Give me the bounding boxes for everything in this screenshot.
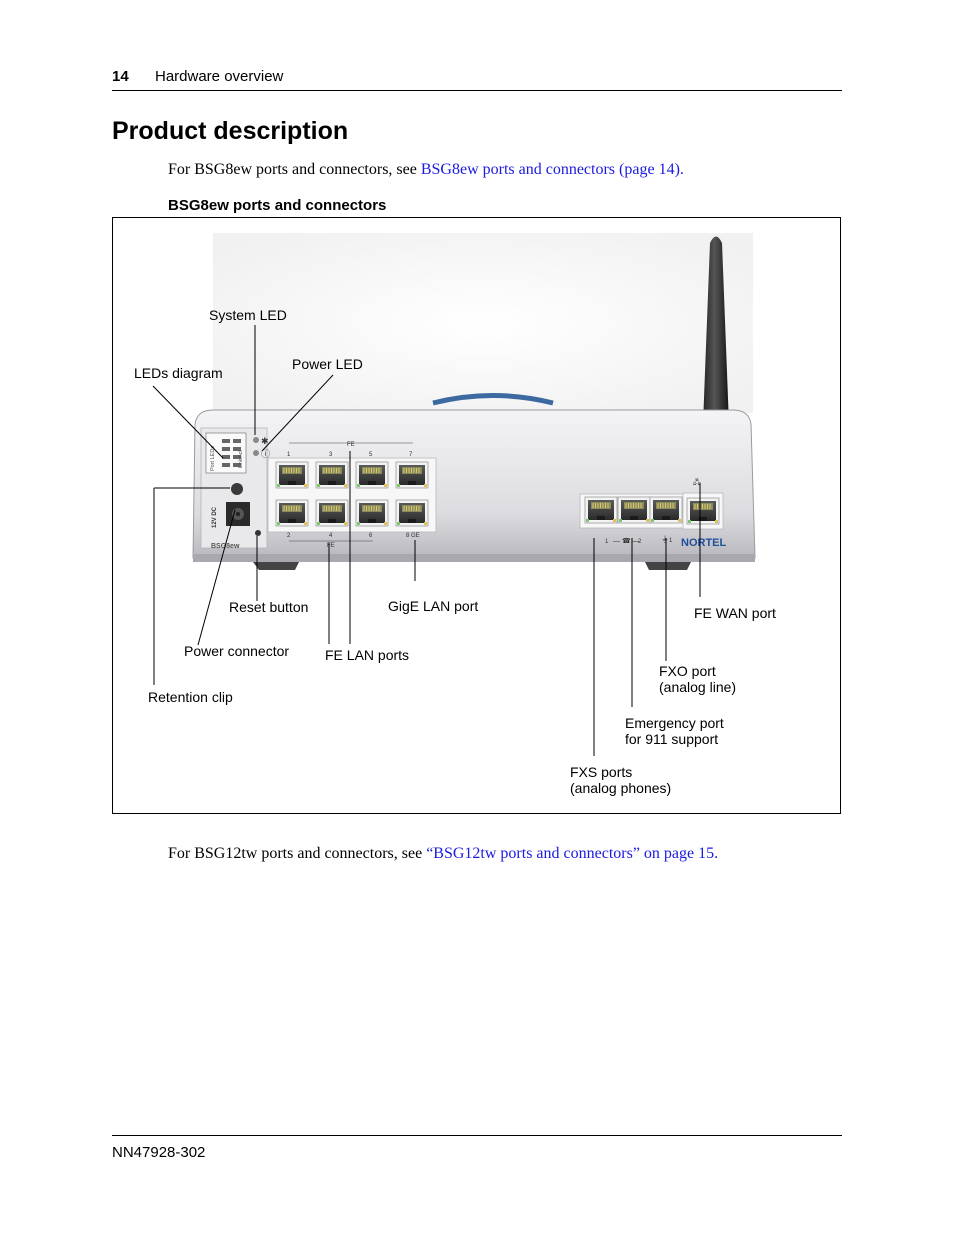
- port-num-8: 8 GE: [406, 533, 420, 539]
- figure-frame: Port LEDs Link/Act 12V DC BSG8ew ✱ ⓘ FE …: [112, 217, 841, 814]
- fxs-ports-label: FXS ports (analog phones): [570, 764, 671, 796]
- power-led-label: Power LED: [292, 356, 363, 372]
- svg-text:✱: ✱: [261, 436, 269, 446]
- link-act-text: Link/Act: [238, 450, 244, 468]
- device-illustration: Port LEDs Link/Act 12V DC BSG8ew ✱ ⓘ FE …: [152, 233, 756, 756]
- port-leds-text: Port LEDs: [210, 446, 216, 471]
- leds-diagram-label: LEDs diagram: [134, 365, 223, 381]
- phone-num-1: 1: [605, 539, 609, 545]
- port-num-5: 5: [369, 452, 373, 458]
- outro-paragraph: For BSG12tw ports and connectors, see “B…: [168, 845, 718, 863]
- page-number: 14: [112, 68, 129, 85]
- port-num-2: 2: [287, 533, 291, 539]
- fe-top-label: FE: [347, 442, 355, 448]
- svg-text:ⓘ: ⓘ: [261, 449, 270, 459]
- retention-clip-label: Retention clip: [148, 689, 233, 705]
- svg-text:🖧: 🖧: [693, 477, 701, 486]
- emergency-port-label: Emergency port for 911 support: [625, 715, 724, 747]
- page-title: Product description: [112, 117, 349, 145]
- port-num-4: 4: [329, 533, 333, 539]
- fxo-port-line-1: FXO port: [659, 663, 716, 679]
- port-num-3: 3: [329, 452, 333, 458]
- bsg12tw-link[interactable]: “BSG12tw ports and connectors” on page 1…: [426, 845, 719, 862]
- reset-button-label: Reset button: [229, 599, 309, 615]
- brand-logo: NORTEL: [681, 537, 727, 549]
- fxs-ports-line-1: FXS ports: [570, 764, 633, 780]
- footer-rule: [112, 1135, 842, 1136]
- fe-bottom-label: FE: [327, 543, 335, 549]
- outro-text: For BSG12tw ports and connectors, see: [168, 845, 427, 862]
- phone-num-2: 2: [638, 539, 642, 545]
- document-id: NN47928-302: [112, 1144, 206, 1161]
- system-led-label: System LED: [209, 307, 287, 323]
- port-num-7: 7: [409, 452, 413, 458]
- dc-label: 12V DC: [212, 506, 218, 528]
- running-header: Hardware overview: [155, 68, 284, 85]
- intro-paragraph: For BSG8ew ports and connectors, see BSG…: [168, 161, 684, 179]
- gige-lan-port-label: GigE LAN port: [388, 598, 479, 614]
- figure-caption: BSG8ew ports and connectors: [168, 197, 387, 214]
- figure-link[interactable]: BSG8ew ports and connectors (page 14).: [420, 161, 684, 178]
- fxo-num: 1: [669, 538, 673, 544]
- power-connector-label: Power connector: [184, 643, 290, 659]
- fe-lan-ports-label: FE LAN ports: [325, 647, 410, 663]
- emergency-port-line-2: for 911 support: [625, 731, 719, 747]
- fxo-port-line-2: (analog line): [659, 679, 737, 695]
- header-rule: [112, 90, 842, 91]
- port-num-1: 1: [287, 452, 291, 458]
- emergency-port-line-1: Emergency port: [625, 715, 724, 731]
- fxo-port-label: FXO port (analog line): [659, 663, 736, 695]
- fe-wan-port-label: FE WAN port: [694, 605, 776, 621]
- fxs-ports-line-2: (analog phones): [570, 780, 672, 796]
- port-num-6: 6: [369, 533, 373, 539]
- svg-text:⏚: ⏚: [661, 535, 669, 544]
- intro-text: For BSG8ew ports and connectors, see: [168, 161, 421, 178]
- svg-text:— ☎ —: — ☎ —: [613, 537, 640, 545]
